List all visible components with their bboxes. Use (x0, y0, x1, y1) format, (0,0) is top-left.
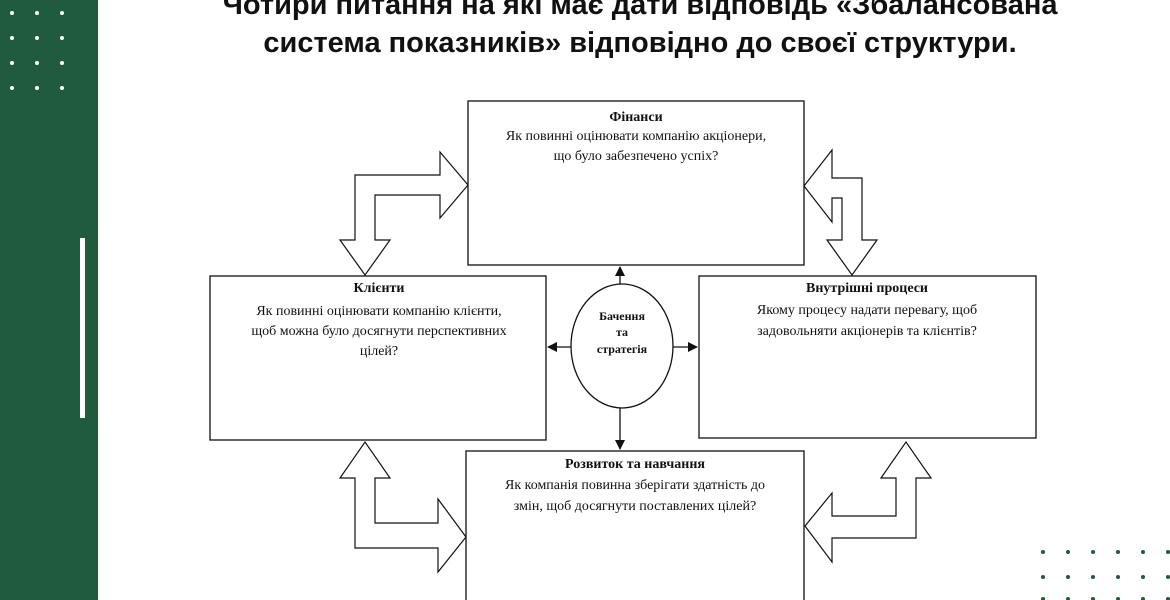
decorative-dot (1041, 575, 1045, 579)
title-period: . (1008, 27, 1017, 59)
internal-processes-box (698, 275, 1037, 439)
slide-title: Чотири питання на які має дати відповідь… (110, 0, 1170, 62)
decorative-dot (1041, 597, 1045, 600)
decorative-dot (1141, 550, 1145, 554)
center-line-1: Бачення (599, 309, 645, 323)
clients-title: Клієнти (354, 281, 405, 296)
decorative-dot (10, 61, 14, 65)
decorative-dot (1041, 550, 1045, 554)
clients-question-line-1: Як повинні оцінювати компанію клієнти, (256, 304, 501, 319)
decorative-dot (1091, 550, 1095, 554)
decorative-dot (1091, 597, 1095, 600)
center-line-3: стратегія (597, 342, 648, 356)
internal-processes-title: Внутрішні процеси (806, 281, 928, 296)
dots-decoration-bottom-right (1041, 550, 1170, 600)
internal-processes-question-line-2: задовольняти акціонерів та клієнтів? (757, 324, 977, 339)
decorative-dot (10, 36, 14, 40)
decorative-dot (35, 86, 39, 90)
center-line-2: та (616, 325, 628, 339)
decorative-dot (35, 61, 39, 65)
decorative-dot (60, 86, 64, 90)
decorative-dot (1066, 575, 1070, 579)
finance-question-line-2: що було забезпечено успіх? (554, 149, 719, 164)
arrow-internal-to-learning (804, 440, 933, 564)
decorative-dot (10, 86, 14, 90)
decorative-dot (1141, 575, 1145, 579)
decorative-dot (35, 36, 39, 40)
clients-question-line-2: щоб можна було досягнути перспективних (251, 324, 506, 339)
decorative-dot (35, 11, 39, 15)
decorative-dot (1166, 597, 1170, 600)
arrow-learning-to-clients (338, 440, 467, 574)
decorative-dot (60, 61, 64, 65)
learning-question-line-2: змін, щоб досягнути поставлених цілей? (514, 499, 756, 514)
decorative-dot (1116, 550, 1120, 554)
decorative-dot (1066, 597, 1070, 600)
decorative-dot (60, 36, 64, 40)
title-line-1: Чотири питання на які має дати відповідь… (222, 0, 1058, 21)
decorative-dot (1141, 597, 1145, 600)
vertical-accent-bar (80, 238, 85, 418)
arrow-clients-to-finance (338, 150, 469, 277)
finance-title: Фінанси (609, 110, 662, 125)
finance-question-line-1: Як повинні оцінювати компанію акціонери, (506, 129, 766, 144)
decorative-dot (10, 11, 14, 15)
title-line-2: система показників» відповідно до своєї … (263, 27, 1009, 59)
decorative-dot (1066, 550, 1070, 554)
clients-box (209, 275, 547, 441)
decorative-dot (1166, 575, 1170, 579)
decorative-dot (1166, 550, 1170, 554)
decorative-dot (1116, 575, 1120, 579)
arrow-finance-to-internal (803, 148, 879, 277)
dots-decoration-top-left (10, 11, 64, 90)
internal-processes-question-line-1: Якому процесу надати перевагу, щоб (757, 303, 977, 318)
learning-title: Розвиток та навчання (565, 457, 705, 472)
decorative-dot (1116, 597, 1120, 600)
decorative-dot (1091, 575, 1095, 579)
vision-strategy-ellipse (570, 283, 674, 409)
finance-box (467, 100, 805, 266)
clients-question-line-3: цілей? (360, 344, 398, 359)
learning-question-line-1: Як компанія повинна зберігати здатність … (505, 478, 765, 493)
learning-box (465, 450, 805, 600)
decorative-dot (60, 11, 64, 15)
